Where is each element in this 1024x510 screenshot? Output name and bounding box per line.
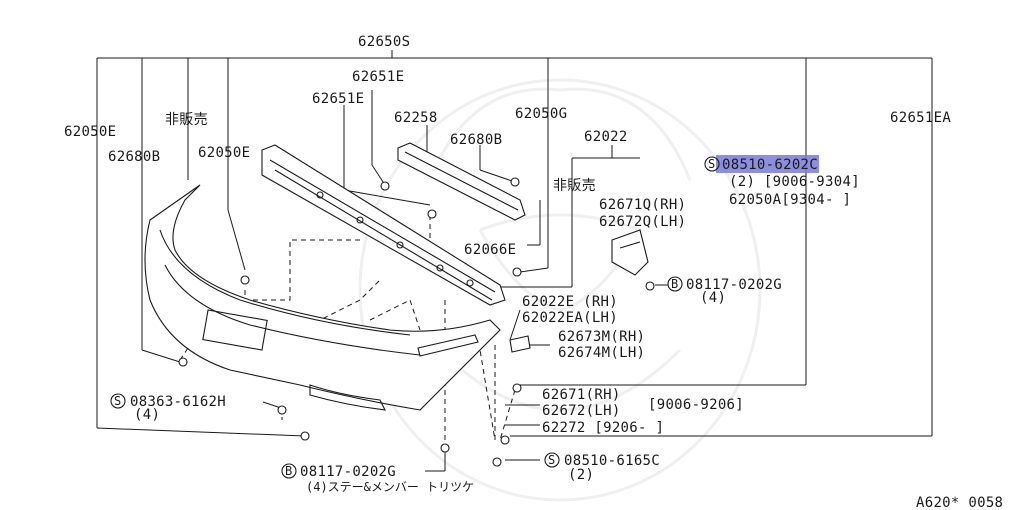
label-08510-6202c: 08510-6202C: [722, 157, 818, 173]
label-62673m: 62673M(RH): [558, 329, 645, 345]
label-62672: 62672(LH): [542, 403, 621, 419]
label-62022ea: 62022EA(LH): [522, 310, 618, 326]
side-bracket: [611, 229, 649, 276]
label-62050e-left: 62050E: [64, 124, 116, 140]
label-62022e: 62022E (RH): [522, 294, 618, 310]
label-62050e-mid: 62050E: [198, 145, 250, 161]
label-62066e: 62066E: [464, 242, 516, 258]
label-08363-6162h: 08363-6162H: [130, 394, 226, 410]
figure-code: A620* 0058: [916, 495, 1003, 510]
label-62050g: 62050G: [515, 106, 567, 122]
label-not-for-sale-left: 非販売: [165, 112, 208, 128]
fastener-markers: [178, 177, 655, 467]
b-prefix-icon: [667, 276, 683, 292]
label-62650s: 62650S: [358, 34, 410, 50]
s-prefix-icon: [110, 393, 126, 409]
label-62272: 62272 [9206- ]: [542, 420, 664, 436]
lower-bracket: [509, 335, 531, 353]
label-62651e-upper: 62651E: [352, 69, 404, 85]
reinforcement-beam: [261, 144, 506, 306]
label-08117-0202g-bottom-qty: (4)ステー&メンバー トリツケ: [306, 480, 474, 494]
s-prefix-glyph: S: [114, 394, 121, 408]
label-date-range-9006-9206: [9006-9206]: [648, 397, 744, 413]
b-prefix-icon: [281, 463, 297, 479]
s-prefix-glyph: S: [548, 453, 555, 467]
label-62672q: 62672Q(LH): [599, 214, 686, 230]
b-prefix-glyph: B: [671, 277, 678, 291]
label-not-for-sale-right: 非販売: [553, 178, 596, 194]
label-62674m: 62674M(LH): [558, 345, 645, 361]
label-08510-6165c: 08510-6165C: [564, 453, 660, 469]
label-62651ea: 62651EA: [890, 110, 951, 126]
s-prefix-icon: [544, 452, 560, 468]
s-prefix-icon: [704, 156, 720, 172]
label-08117-0202g-right: 08117-0202G: [686, 277, 782, 293]
label-08510-6165c-qty: (2): [568, 467, 594, 483]
label-08117-0202g-right-qty: (4): [700, 290, 726, 306]
label-62680b-left: 62680B: [108, 149, 160, 165]
energy-absorber: [397, 142, 526, 221]
label-08117-0202g-bottom: 08117-0202G: [300, 464, 396, 480]
label-62671: 62671(RH): [542, 387, 621, 403]
label-62671q: 62671Q(RH): [599, 197, 686, 213]
selection-highlight: [716, 155, 819, 173]
label-08363-6162h-qty: (4): [134, 407, 160, 423]
b-prefix-glyph: B: [285, 464, 292, 478]
leader-lines: [96, 50, 933, 472]
s-prefix-glyph: S: [708, 157, 715, 171]
label-62050a: 62050A[9304- ]: [729, 192, 851, 208]
label-62258: 62258: [394, 110, 438, 126]
bumper-fascia: [144, 184, 501, 411]
label-62680b-upper: 62680B: [450, 132, 502, 148]
label-08510-6202c-qty: (2) [9006-9304]: [729, 174, 860, 190]
label-62022: 62022: [584, 129, 628, 145]
label-62651e-lower: 62651E: [312, 91, 364, 107]
